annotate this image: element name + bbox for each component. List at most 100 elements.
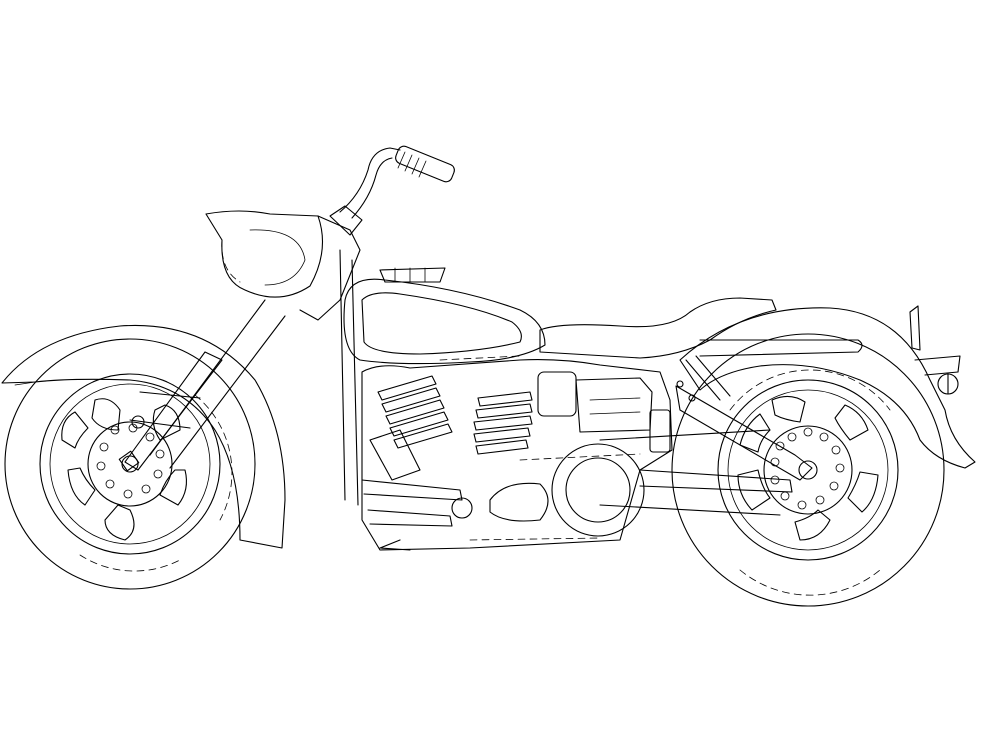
front-spoke-cutout-6 (61, 411, 89, 449)
engine-casing (361, 359, 673, 551)
seat-outline (539, 297, 777, 359)
rear-hub (798, 460, 818, 480)
tank-inner-panel (361, 292, 522, 355)
tank-cap-ridge (394, 267, 426, 283)
rear-disc-hole (787, 432, 797, 442)
headlight-rim (221, 239, 241, 283)
shock-strut (685, 355, 731, 401)
derby-cover (489, 482, 549, 522)
swingarm-upper (675, 385, 813, 481)
frame-neck (299, 215, 361, 506)
rear-rim (727, 389, 889, 551)
rear-tire-tread-2 (739, 569, 881, 596)
rear-disc-hole (775, 441, 785, 451)
swingarm-lower (639, 469, 793, 493)
kickstand (379, 539, 411, 551)
front-disc-hole (99, 442, 109, 452)
front-fork (118, 299, 286, 472)
front-rim (49, 383, 211, 545)
engine (361, 355, 673, 551)
handlebar-clamp (329, 205, 363, 236)
cylinder-fin (473, 427, 531, 443)
front-disc-hole (141, 484, 151, 494)
front-spoke-cutout-3 (159, 469, 187, 506)
rear-spoke-cutout-3 (847, 471, 879, 513)
rear-disc-hole (819, 432, 829, 442)
front-disc-hole (145, 432, 155, 442)
rear-spoke-cutout-4 (794, 509, 831, 541)
cylinder-fin (475, 439, 529, 455)
front-spoke-cutout-4 (104, 504, 135, 541)
shock-bolt (676, 380, 684, 388)
front-disc-hole (153, 469, 163, 479)
cylinder-fin (381, 387, 441, 413)
handlebar-riser (339, 147, 401, 213)
rear-wheel (671, 333, 945, 607)
fuel-tank (343, 267, 546, 365)
front-disc-hole (110, 425, 120, 435)
rear-disc-hole (797, 500, 807, 510)
front-tire-tread (194, 394, 233, 521)
front-fender (1, 324, 286, 549)
handlebar (329, 145, 455, 236)
sissy-bar (909, 305, 921, 351)
fork-bolt (131, 415, 145, 429)
front-brake-disc (87, 421, 173, 507)
headlight (205, 210, 323, 298)
tank-outline (343, 278, 546, 365)
cylinder-fin (393, 423, 453, 449)
rear-fender-outline (679, 307, 976, 469)
fork-lower (124, 351, 223, 471)
front-spoke-cutout-2 (152, 404, 181, 441)
rear-brake-disc (763, 425, 853, 515)
rear-light-bracket (914, 355, 961, 376)
cylinder-head-front (369, 429, 421, 481)
front-fender-edge (14, 381, 36, 386)
cylinder-fin (377, 375, 437, 401)
rear-spoke-cutout-2 (834, 404, 869, 441)
neck-tube (299, 215, 361, 321)
rear-tire-outer (671, 333, 945, 607)
rear-disc-hole (829, 481, 839, 491)
rear-disc-hole (780, 491, 790, 501)
rear-tire-tread (729, 369, 891, 411)
air-cleaner (537, 371, 577, 417)
oil-tank (649, 409, 671, 453)
cylinder-fin (385, 399, 445, 425)
rear-disc-hole (803, 427, 813, 437)
front-disc-hole (105, 479, 115, 489)
rear-cylinder-fins (473, 391, 533, 455)
exhaust-pipe (361, 479, 463, 501)
front-spoke-cutout-1 (91, 398, 121, 431)
carb-detail (589, 397, 641, 415)
cylinder-fin (389, 411, 449, 437)
shock-bolt-2 (688, 394, 696, 402)
downtube-2 (351, 259, 359, 506)
front-cylinder-fins (377, 375, 453, 449)
front-wheel (4, 338, 256, 590)
rear-disc-hole (770, 475, 780, 485)
rear-fender-rail (699, 339, 863, 357)
cylinder-fin (477, 391, 533, 407)
engine-detail-lines (439, 355, 641, 541)
front-disc-hole (155, 449, 165, 459)
grip-ridges (397, 151, 427, 178)
downtube (339, 249, 346, 501)
cylinder-fin (475, 403, 533, 419)
rear-spoke-cutout-5 (737, 469, 771, 511)
front-spoke-cutout-5 (67, 467, 96, 506)
front-disc-hole (96, 461, 106, 471)
rear-disc-hole (815, 495, 825, 505)
rear-spoke-cutout-6 (739, 413, 771, 453)
exhaust-pipe-2 (367, 509, 453, 527)
fork-clamp (129, 391, 201, 429)
rear-disc-hole (835, 463, 845, 473)
seat (539, 297, 777, 359)
front-tire-tread-2 (79, 554, 181, 572)
front-tire-outer (4, 338, 256, 590)
primary-cover-inner (565, 457, 631, 523)
carburetor (575, 377, 653, 433)
cylinder-fin (473, 415, 533, 431)
